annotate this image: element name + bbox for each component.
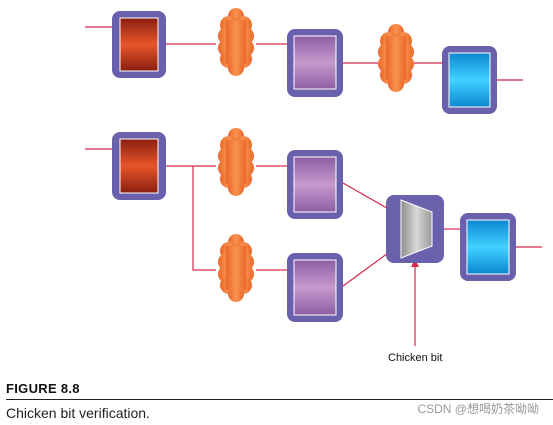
- figure-label: FIGURE 8.8: [6, 381, 80, 396]
- register-red-bottom: [112, 132, 166, 200]
- register-blue-bottom: [460, 213, 516, 281]
- watermark: CSDN @想喝奶茶呦呦: [417, 402, 539, 416]
- register-purple-bottom-1: [287, 150, 343, 219]
- figure-divider: [6, 399, 553, 400]
- top-pipeline-wires: [85, 26, 523, 81]
- wire-bottom-branch: [192, 166, 216, 271]
- multiplexer: [386, 195, 444, 263]
- figure-caption: Chicken bit verification.: [6, 405, 150, 421]
- logic-cloud-bottom-2: [218, 234, 254, 302]
- bottom-pipeline-wires: [85, 148, 542, 271]
- chicken-bit-label: Chicken bit: [388, 352, 443, 364]
- logic-cloud-top-1: [218, 8, 254, 76]
- register-red-top: [112, 11, 166, 78]
- logic-cloud-bottom-1: [218, 128, 254, 196]
- logic-cloud-top-2: [378, 24, 414, 92]
- register-purple-bottom-2: [287, 253, 343, 322]
- register-purple-top: [287, 29, 343, 97]
- register-blue-top: [442, 46, 497, 114]
